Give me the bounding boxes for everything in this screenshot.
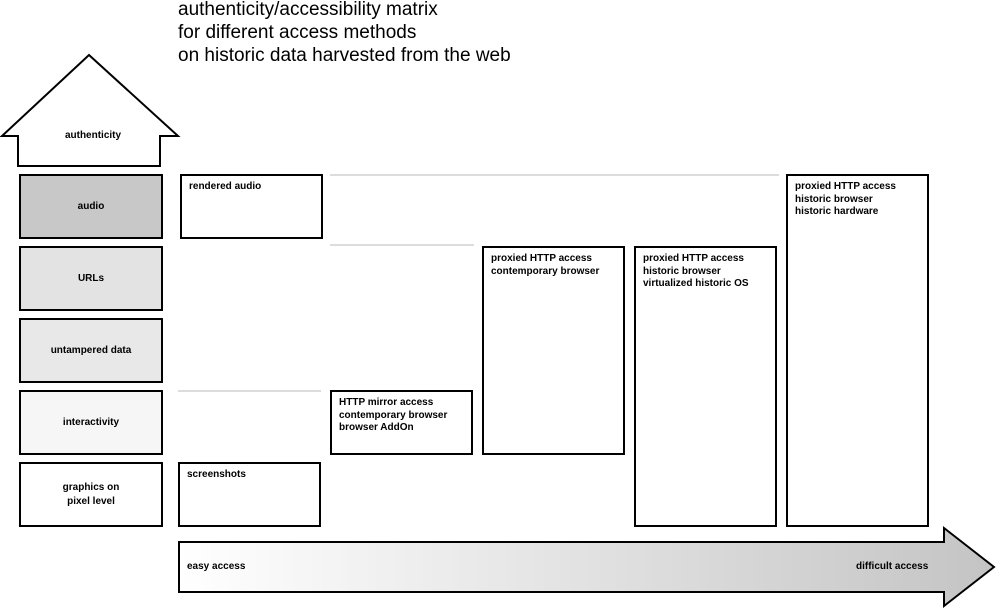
method-text-rendered-audio: rendered audio (189, 181, 261, 194)
method-box-screenshots (178, 462, 321, 527)
method-line: proxied HTTP access (643, 253, 744, 264)
row-label-untampered-data: untampered data (50, 344, 132, 356)
access-arrow (178, 525, 996, 609)
row-label-graphics-line2: pixel level (67, 495, 115, 507)
diagram-title: authenticity/accessibility matrix for di… (178, 0, 511, 67)
method-line: historic browser (795, 193, 873, 205)
method-text-proxied-virtualized: proxied HTTP access historic browser vir… (643, 253, 749, 291)
title-line-1: authenticity/accessibility matrix (178, 0, 438, 20)
method-text-screenshots: screenshots (187, 469, 246, 482)
row-label-interactivity: interactivity (62, 416, 120, 428)
title-line-3: on historic data harvested from the web (178, 45, 511, 66)
method-line: screenshots (187, 469, 246, 480)
method-line: rendered audio (189, 181, 262, 192)
row-box-audio (19, 174, 163, 239)
method-line: HTTP mirror access (339, 397, 434, 408)
row-box-untampered-data (19, 318, 163, 383)
method-line: proxied HTTP access (491, 253, 592, 264)
row-box-urls (19, 246, 163, 311)
method-line: contemporary browser (339, 409, 448, 421)
authenticity-label: authenticity (64, 130, 122, 141)
method-line: browser AddOn (339, 422, 414, 433)
method-text-proxied-contemporary: proxied HTTP access contemporary browser (491, 253, 599, 278)
method-box-proxied-hardware (786, 174, 929, 527)
method-box-rendered-audio (180, 174, 323, 239)
row-box-interactivity (19, 390, 163, 455)
method-line: historic browser (643, 265, 721, 277)
method-line: historic hardware (795, 206, 879, 217)
row-label-graphics-line1: graphics on (62, 481, 120, 493)
row-label-urls: URLs (77, 272, 105, 284)
method-line: proxied HTTP access (795, 181, 896, 192)
method-box-http-mirror (330, 390, 473, 455)
authenticity-arrow (0, 53, 181, 167)
row-label-audio: audio (77, 200, 105, 212)
difficult-access-label: difficult access (856, 561, 929, 572)
row-label-graphics: graphics on pixel level (20, 463, 162, 526)
method-text-http-mirror: HTTP mirror access contemporary browser … (339, 397, 447, 435)
row-box-graphics (19, 462, 163, 527)
method-line: virtualized historic OS (643, 278, 749, 289)
method-line: contemporary browser (491, 265, 600, 277)
method-box-proxied-virtualized (634, 246, 777, 527)
method-text-proxied-hardware: proxied HTTP access historic browser his… (795, 181, 896, 219)
easy-access-label: easy access (187, 561, 246, 572)
title-line-2: for different access methods (178, 22, 417, 43)
method-box-proxied-contemporary (482, 246, 625, 455)
